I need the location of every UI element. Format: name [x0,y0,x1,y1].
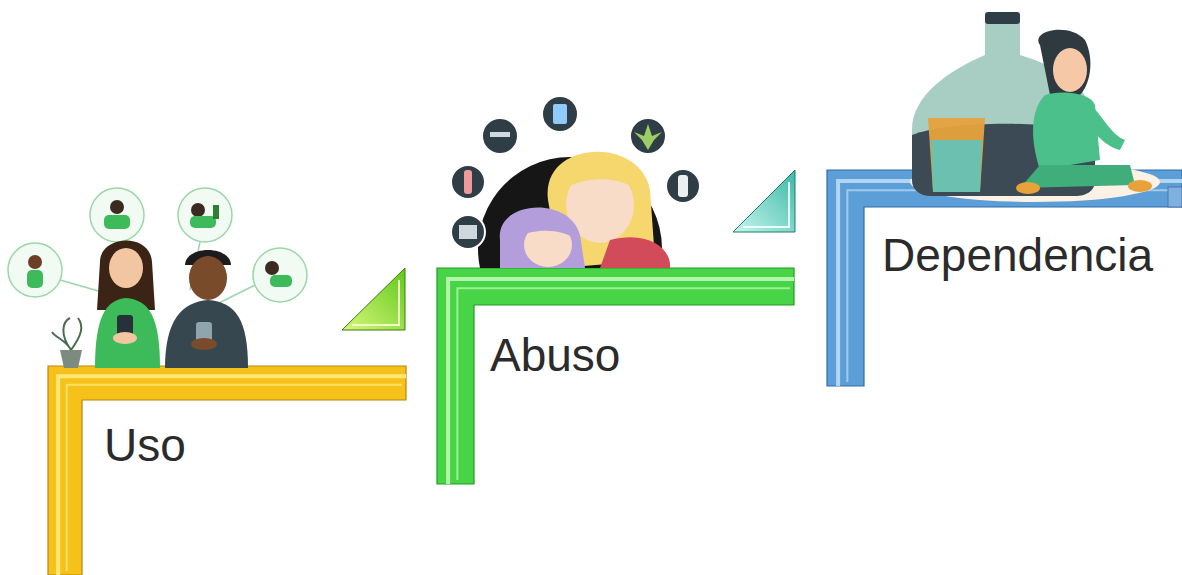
step-bar: Uso [48,366,406,575]
step-label: Abuso [490,332,620,378]
step-bar: Abuso [437,268,794,484]
step-outline [48,366,406,575]
step-shape [437,268,794,484]
step-highlight [457,288,790,480]
step-highlight [847,190,1178,382]
bar-fragment [1168,187,1182,207]
step-bar: Dependencia [827,170,1182,386]
alcohol-dependency-illustration [910,12,1160,202]
substances-illustration [451,96,700,268]
step-shape [827,170,1182,386]
step-label: Uso [104,422,186,468]
step-highlight [448,279,794,484]
step-highlight [58,376,406,575]
step-shape [48,366,406,575]
step-outline [827,170,1182,386]
step-highlight [838,181,1182,386]
step-highlight [67,385,402,571]
step-triangle [342,268,405,330]
step-triangle [733,170,795,232]
step-label: Dependencia [882,232,1153,278]
phone-users-illustration [8,188,307,368]
